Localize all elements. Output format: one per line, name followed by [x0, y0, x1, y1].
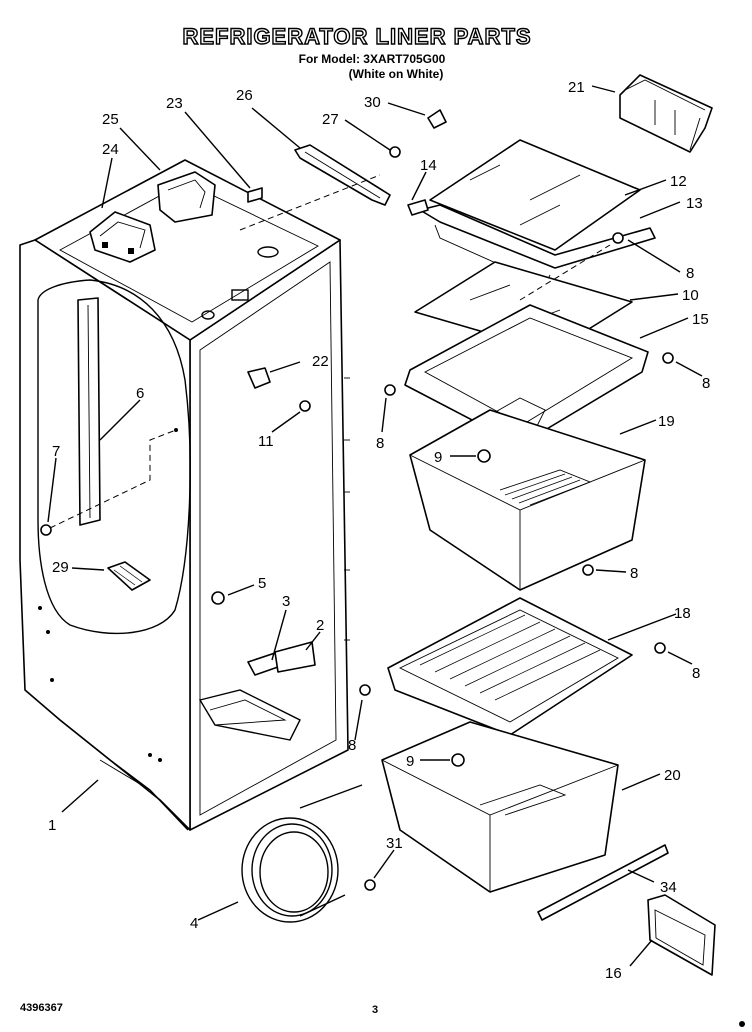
screw-11 — [299, 400, 311, 412]
callout-14: 14 — [420, 157, 437, 174]
switch-2 — [274, 641, 316, 673]
footer-page-number: 3 — [372, 1004, 378, 1016]
callout-11: 11 — [258, 433, 274, 450]
callout-27: 27 — [322, 111, 339, 128]
bracket-22 — [247, 367, 271, 389]
callout-5: 5 — [258, 575, 266, 592]
clip-14 — [407, 199, 429, 216]
callout-13: 13 — [686, 195, 703, 212]
diagram-title: REFRIGERATOR LINER PARTS — [182, 24, 531, 49]
callout-4: 4 — [190, 915, 198, 932]
callout-8d: 8 — [630, 565, 638, 582]
callout-24: 24 — [102, 141, 119, 158]
callout-12: 12 — [670, 173, 687, 190]
tubing-coil-4 — [241, 784, 363, 923]
leader-lines — [47, 85, 703, 967]
callout-1: 1 — [48, 817, 56, 834]
shelf-pin-8e — [654, 642, 666, 654]
vent-29 — [107, 561, 151, 591]
model-line: For Model: 3XART705G00 — [299, 52, 446, 66]
clip-9b — [451, 753, 465, 767]
screw-27 — [389, 146, 401, 158]
trim-strip-34 — [537, 844, 669, 921]
crisper-shelf-18 — [387, 597, 633, 736]
shelf-pin-8f — [359, 684, 371, 696]
shelf-pin-8a — [612, 232, 624, 244]
control-bracket — [157, 171, 216, 223]
clip-30 — [427, 109, 447, 129]
callout-16: 16 — [605, 965, 622, 982]
callout-20: 20 — [664, 767, 681, 784]
door-bin-21 — [619, 74, 713, 153]
screw-31 — [364, 879, 376, 891]
callout-8b: 8 — [702, 375, 710, 392]
callout-10: 10 — [682, 287, 699, 304]
shelf-pin-8b — [662, 352, 674, 364]
crisper-drawer-20 — [381, 721, 619, 893]
top-rail — [294, 144, 391, 206]
callout-18: 18 — [674, 605, 691, 622]
crisper-drawer-19 — [409, 409, 646, 591]
callout-8f: 8 — [348, 737, 356, 754]
callout-25: 25 — [102, 111, 119, 128]
shelf-pin-8c — [384, 384, 396, 396]
color-line: (White on White) — [349, 67, 444, 81]
callout-23: 23 — [166, 95, 183, 112]
callout-19: 19 — [658, 413, 675, 430]
callout-9b: 9 — [406, 753, 414, 770]
callout-8a: 8 — [686, 265, 694, 282]
screw-23 — [247, 187, 263, 203]
glass-shelf-12 — [429, 139, 641, 251]
control-housing — [89, 211, 156, 263]
callout-31: 31 — [386, 835, 403, 852]
callout-15: 15 — [692, 311, 709, 328]
cabinet-liner — [19, 159, 350, 831]
shelf-pin-8d — [582, 564, 594, 576]
callout-9a: 9 — [434, 449, 442, 466]
corner-mark — [739, 1021, 745, 1027]
callout-30: 30 — [364, 94, 381, 111]
callout-22: 22 — [312, 353, 329, 370]
callout-34: 34 — [660, 879, 677, 896]
panel-16 — [647, 894, 716, 976]
grommet-5 — [211, 591, 225, 605]
callout-3: 3 — [282, 593, 290, 610]
screw-7 — [40, 524, 52, 536]
callout-29: 29 — [52, 559, 69, 576]
callout-7: 7 — [52, 443, 60, 460]
callout-8c: 8 — [376, 435, 384, 452]
clip-9a — [477, 449, 491, 463]
crisper-frame-15 — [404, 304, 649, 446]
footer-doc-number: 4396367 — [20, 1002, 63, 1014]
callout-2: 2 — [316, 617, 324, 634]
callout-21: 21 — [568, 79, 585, 96]
callout-26: 26 — [236, 87, 253, 104]
callout-6: 6 — [136, 385, 144, 402]
callout-8e: 8 — [692, 665, 700, 682]
